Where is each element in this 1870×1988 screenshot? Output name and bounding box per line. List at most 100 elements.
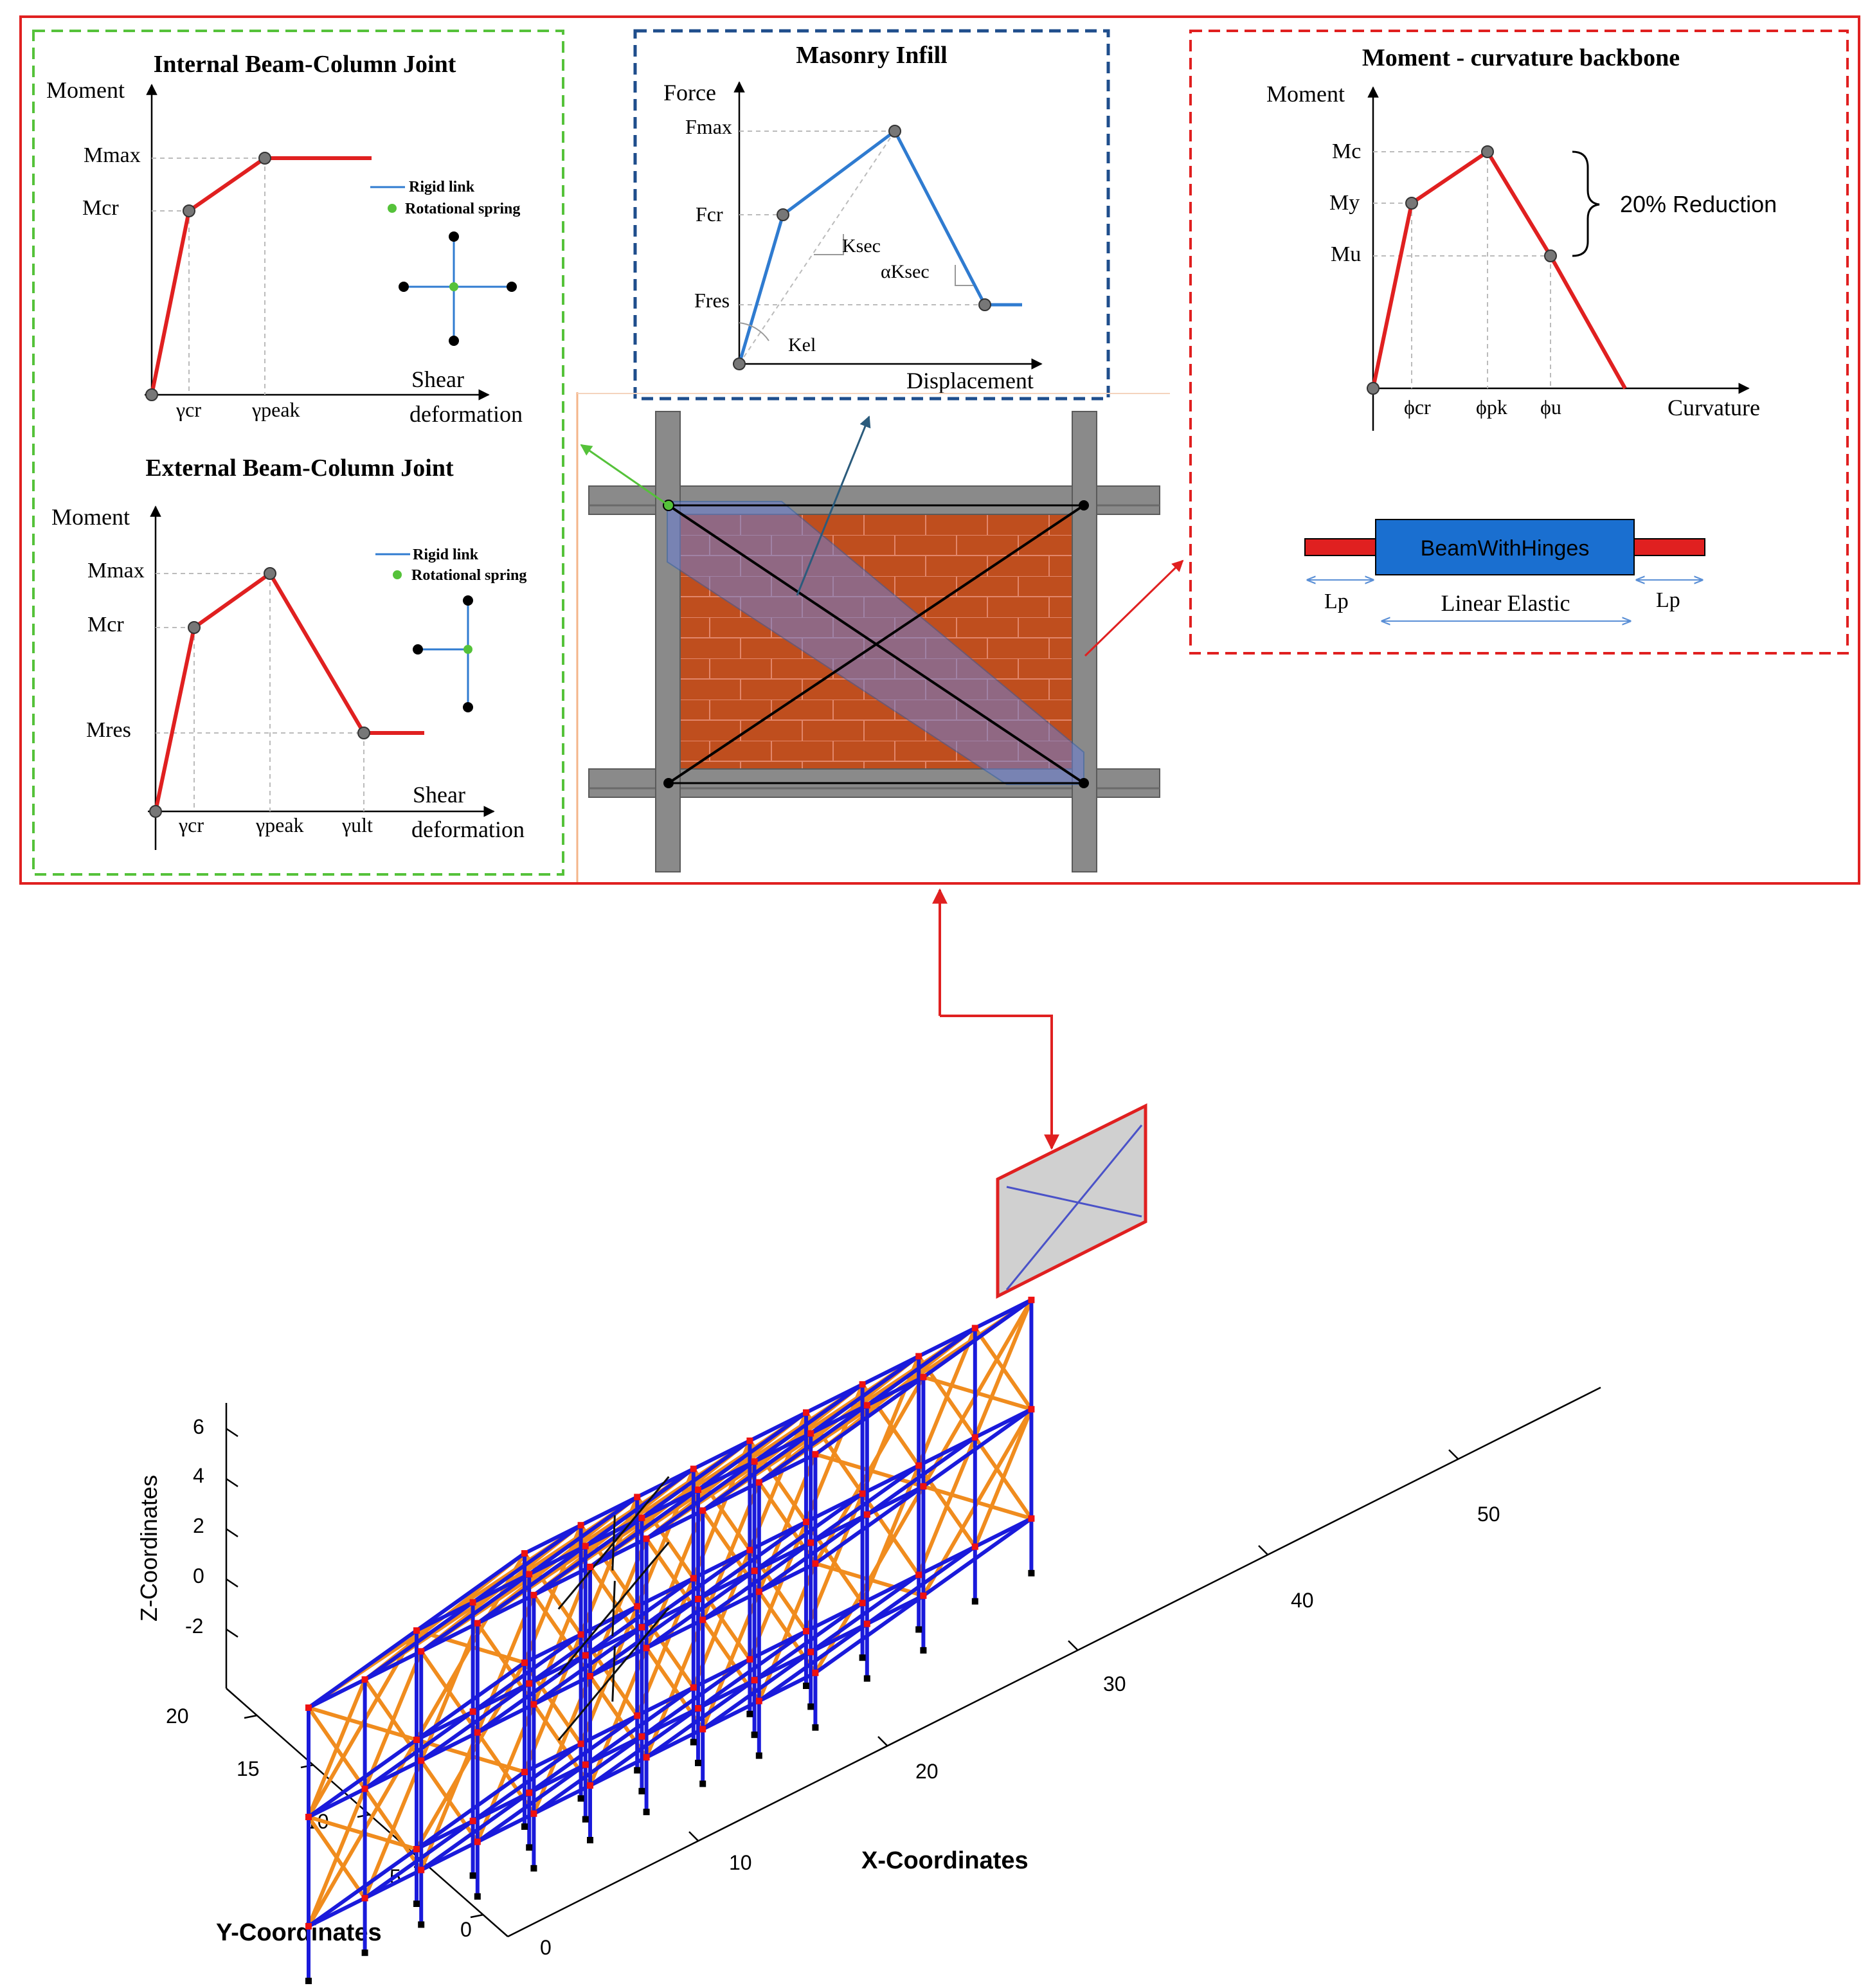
frame-node <box>807 1649 814 1656</box>
frame-node <box>361 1785 368 1793</box>
beam-connector-arrow <box>1084 559 1184 657</box>
external-joint-tick-gpeak: γpeak <box>255 813 304 836</box>
support-node <box>915 1626 922 1633</box>
beam-longitudinal <box>415 1485 924 1742</box>
frame-node <box>582 1652 589 1659</box>
infill-brace <box>307 1816 367 1899</box>
moment-curvature-ylabel: Moment <box>1266 81 1345 107</box>
interior-member <box>611 1646 616 1702</box>
infill-brace <box>814 1452 924 1488</box>
frame-node <box>746 1546 753 1553</box>
frame-node <box>803 1409 809 1416</box>
frame-node <box>971 1543 978 1550</box>
frame-node <box>587 1564 593 1570</box>
internal-joint-legend-link: Rigid link <box>409 179 475 195</box>
support-node <box>751 1731 758 1739</box>
frame-node <box>418 1757 425 1764</box>
frame-node <box>859 1600 866 1607</box>
frame-node <box>418 1648 425 1655</box>
support-node <box>526 1844 533 1851</box>
external-joint-node-ult <box>357 727 370 739</box>
frame-node <box>755 1479 762 1486</box>
external-joint-legend-spring: Rotational spring <box>411 567 526 584</box>
model-3d-nodes <box>305 1296 1035 1984</box>
beam-with-hinges-label: BeamWithHinges <box>1421 536 1590 561</box>
infill-brace <box>416 1629 525 1665</box>
infill-node-origin <box>733 357 746 370</box>
model-3d-y-tick-0: 0 <box>460 1918 472 1941</box>
frame-node <box>699 1507 706 1514</box>
infill-connector-arrow <box>796 415 871 596</box>
interior-member <box>611 1580 616 1636</box>
model-3d-x-tick-30: 30 <box>1103 1672 1126 1695</box>
frame-node <box>920 1483 927 1490</box>
joint-models-frame <box>32 30 564 876</box>
model-3d-x-axis <box>507 1386 1601 1938</box>
moment-curvature-node-peak <box>1481 145 1494 158</box>
external-joint-tick-gcr: γcr <box>178 813 204 836</box>
moment-curvature-tick-mu: Mu <box>1331 242 1361 266</box>
external-joint-node-crack <box>188 621 201 634</box>
frame-node <box>812 1450 819 1458</box>
support-node <box>690 1739 697 1746</box>
internal-joint-node-right <box>507 282 517 292</box>
frame-node <box>587 1782 593 1789</box>
hinge-label-left: Lp <box>1324 590 1349 613</box>
model-3d-z-tick-4: 4 <box>193 1464 204 1487</box>
infill-frame <box>633 29 1110 401</box>
frame-node <box>577 1740 584 1748</box>
internal-joint-tick-gpeak: γpeak <box>251 398 300 421</box>
frame-node <box>469 1818 476 1825</box>
frame-node <box>638 1514 645 1521</box>
frame-node <box>695 1486 701 1493</box>
beam-longitudinal <box>307 1562 816 1819</box>
frame-node <box>361 1895 368 1902</box>
frame-node <box>803 1628 809 1634</box>
frame-node <box>751 1677 758 1684</box>
strut-node-bottom-right <box>1079 778 1089 788</box>
support-node <box>803 1683 809 1689</box>
external-joint-spring-node <box>463 645 472 654</box>
frame-node <box>699 1616 706 1623</box>
internal-joint-tick-gcr: γcr <box>175 398 201 421</box>
frame-node <box>695 1705 701 1712</box>
frame-node <box>526 1680 533 1687</box>
moment-curvature-xlabel: Curvature <box>1668 395 1760 420</box>
strut-diagonal-2 <box>667 504 1085 784</box>
frame-node <box>413 1737 420 1743</box>
beam-longitudinal <box>415 1375 924 1632</box>
frame-node <box>971 1434 978 1441</box>
frame-node <box>746 1437 753 1444</box>
infill-brace <box>861 1492 921 1577</box>
frame-node <box>418 1866 425 1874</box>
internal-joint-tick-mmax: Mmax <box>84 143 141 167</box>
frame-node <box>521 1659 528 1666</box>
moment-curvature-frame <box>1189 30 1849 655</box>
internal-joint-backbone <box>150 156 372 395</box>
frame-node <box>521 1550 528 1557</box>
frame-node <box>1028 1296 1035 1303</box>
frame-node <box>638 1623 645 1631</box>
moment-curvature-tick-my: My <box>1329 191 1360 215</box>
external-joint-tick-mcr: Mcr <box>87 613 124 637</box>
support-node <box>413 1901 420 1907</box>
internal-joint-tick-mcr: Mcr <box>82 196 119 220</box>
support-node <box>530 1865 537 1872</box>
external-joint-legend-link: Rigid link <box>413 547 479 563</box>
frame-node <box>521 1769 528 1775</box>
internal-joint-spring-node <box>449 282 458 291</box>
internal-joint-node-origin <box>145 388 158 401</box>
infill-panel: Masonry Infill Force Displacement Fmax F… <box>633 29 1110 401</box>
frame-node <box>1028 1405 1035 1413</box>
internal-joint-title: Internal Beam-Column Joint <box>154 51 456 78</box>
link-arrow-path <box>940 1015 1059 1150</box>
support-node <box>587 1837 593 1843</box>
beam-longitudinal <box>307 1452 816 1710</box>
external-joint-node-peak <box>264 567 276 580</box>
frame-node <box>634 1603 641 1610</box>
frame-node <box>915 1571 922 1578</box>
frame-node <box>812 1669 819 1676</box>
external-joint-backbone <box>154 570 424 812</box>
support-node <box>638 1787 645 1794</box>
infill-label-aksec: αKsec <box>881 261 930 282</box>
